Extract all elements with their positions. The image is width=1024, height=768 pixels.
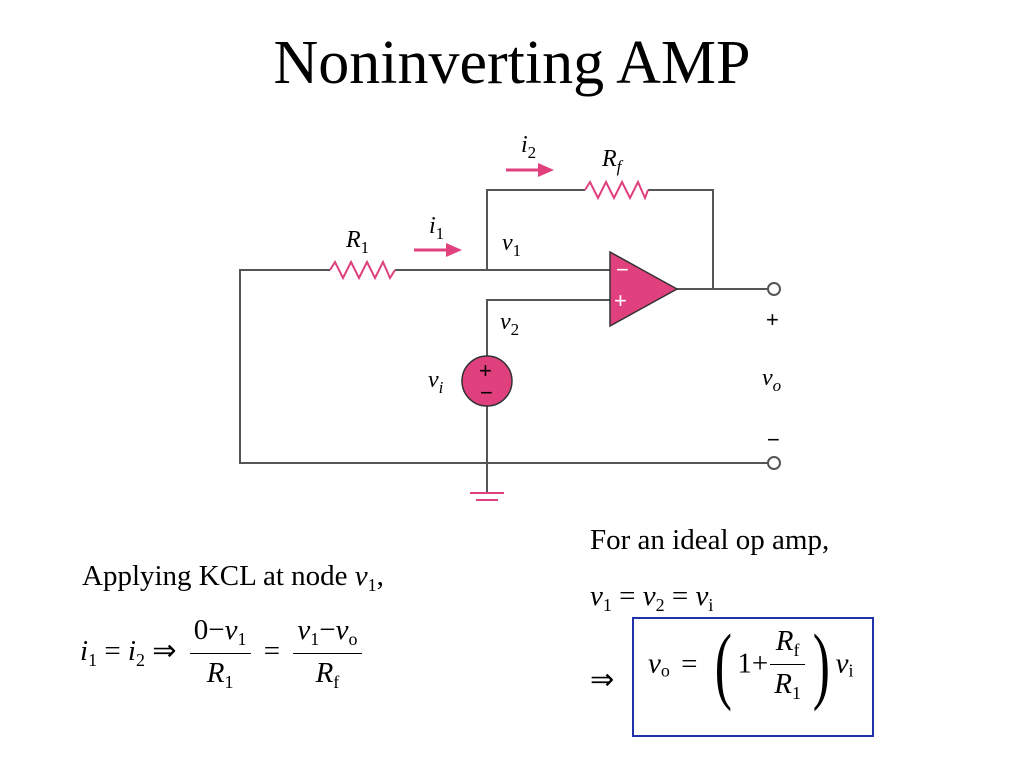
slide-title: Noninverting AMP: [273, 29, 751, 97]
kcl-intro-var: v: [354, 560, 368, 592]
resistor-r1: [329, 259, 396, 281]
op-amp-plus-sign: +: [614, 288, 627, 313]
ideal-opamp-equality: v1 = v2 = vi: [590, 580, 713, 616]
kcl-intro-var-sub: 1: [367, 575, 377, 595]
ground-symbol: [470, 492, 504, 501]
result-box: vo = (1+ Rf R1 )vi: [632, 617, 874, 737]
kcl-lhs-a-sub: 1: [88, 650, 98, 671]
frac2-num-op: −: [319, 614, 336, 646]
frac1-den: R: [206, 657, 225, 689]
frac2-num-b: v: [335, 614, 349, 646]
res-vo: v: [648, 647, 661, 680]
eq-v1-sub: 1: [602, 595, 612, 615]
frac2-num-a-sub: 1: [310, 629, 320, 649]
frac1-den-sub: 1: [224, 672, 234, 692]
frac1-num-b: v: [224, 614, 238, 646]
label-vi: vi: [428, 367, 444, 397]
eq-v1: v: [590, 580, 603, 612]
kcl-intro: Applying KCL at node v1,: [82, 560, 384, 596]
kcl-eq2: =: [263, 635, 281, 668]
label-rf: Rf: [601, 146, 624, 176]
resistor-rf: [584, 179, 649, 201]
label-v2: v2: [500, 309, 519, 339]
result-equation: vo = (1+ Rf R1 )vi: [648, 621, 853, 707]
label-i1: i1: [429, 213, 444, 243]
kcl-fraction-2: v1−vo Rf: [293, 614, 362, 693]
kcl-fraction-1: 0−v1 R1: [189, 614, 251, 693]
kcl-lhs-a: i: [80, 635, 89, 668]
label-i2: i2: [521, 132, 536, 162]
res-frac-den-sub: 1: [791, 682, 801, 703]
res-one-plus: 1+: [737, 647, 769, 680]
current-arrow-i1: [414, 243, 462, 257]
res-vi: v: [835, 647, 849, 680]
frac1-num-op: −: [208, 614, 225, 646]
eq-equals-2: =: [671, 580, 689, 612]
kcl-intro-comma: ,: [376, 560, 384, 592]
res-vi-sub: i: [848, 660, 854, 681]
kcl-implies: ⇒: [152, 635, 177, 668]
kcl-equation: i1 = i2 ⇒ 0−v1 R1 = v1−vo Rf: [80, 614, 368, 693]
res-paren-close: ): [812, 616, 830, 712]
frac2-num-a: v: [297, 614, 311, 646]
res-frac-num: R: [775, 624, 794, 657]
label-r1: R1: [345, 227, 369, 257]
output-minus-sign: −: [767, 427, 780, 452]
output-plus-sign: +: [766, 307, 779, 332]
res-paren-open: (: [714, 616, 732, 712]
wire-feedback-left: [486, 189, 585, 270]
op-amp-triangle: [609, 250, 679, 328]
wire-plus-input: [486, 299, 612, 357]
res-equals: =: [681, 647, 698, 680]
res-fraction: Rf R1: [770, 625, 805, 704]
res-frac-den: R: [774, 667, 792, 700]
source-minus-sign: −: [480, 380, 493, 405]
circuit-wires: [239, 189, 768, 493]
eq-v2-sub: 2: [655, 595, 665, 615]
op-amp-minus-sign: −: [616, 257, 629, 282]
frac1-num-b-sub: 1: [237, 629, 247, 649]
frac1-num-a: 0: [193, 614, 209, 646]
eq-vi-sub: i: [708, 595, 714, 615]
voltage-source: [461, 355, 513, 407]
kcl-eq1: =: [104, 635, 121, 668]
output-terminal-plus: [767, 282, 781, 296]
res-vo-sub: o: [660, 660, 670, 681]
eq-v2: v: [642, 580, 656, 612]
wire-left-loop: [239, 269, 487, 464]
result-implies: ⇒: [590, 664, 615, 696]
frac2-den: R: [315, 657, 334, 689]
eq-equals-1: =: [619, 580, 636, 612]
frac2-num-b-sub: o: [348, 629, 358, 649]
kcl-lhs-b-sub: 2: [135, 650, 145, 671]
label-vo: vo: [762, 365, 781, 395]
output-terminal-minus: [767, 456, 781, 470]
ideal-opamp-intro: For an ideal op amp,: [590, 524, 830, 556]
label-v1: v1: [502, 230, 521, 260]
frac2-den-sub: f: [333, 672, 340, 692]
source-plus-sign: +: [479, 358, 492, 383]
kcl-intro-text: Applying KCL at node: [82, 560, 348, 592]
wire-feedback-right: [648, 189, 714, 289]
current-arrow-i2: [506, 163, 554, 177]
eq-vi: v: [695, 580, 709, 612]
res-frac-num-sub: f: [793, 639, 800, 660]
kcl-lhs-b: i: [127, 635, 136, 668]
